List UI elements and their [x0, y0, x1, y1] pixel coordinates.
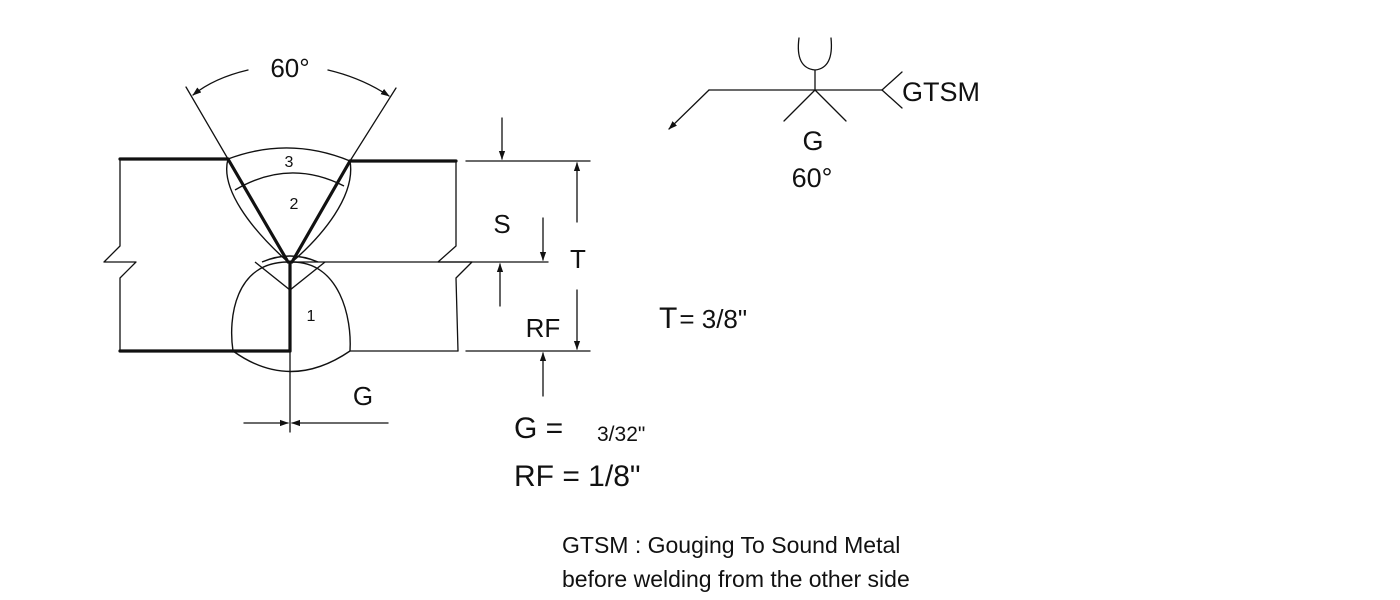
dim-g-label: G [353, 381, 373, 411]
pass-1-label: 1 [307, 308, 316, 325]
value-rf: RF = 1/8" [514, 460, 641, 493]
pass-3-label: 3 [285, 154, 294, 171]
weld-symbol-tail-text: GTSM [902, 77, 980, 107]
gap-dimension [243, 350, 389, 433]
groove-bevel [226, 157, 549, 353]
right-plate [348, 159, 473, 352]
pass-2-label: 2 [290, 196, 299, 213]
groove-angle-label: 60° [270, 53, 309, 83]
note-line-1: GTSM : Gouging To Sound Metal [562, 532, 900, 558]
dim-rf-label: RF [526, 313, 561, 343]
dim-s-label: S [493, 209, 510, 239]
weld-symbol-angle-label: 60° [792, 163, 833, 193]
note-line-2: before welding from the other side [562, 566, 910, 592]
dim-t-label: T [570, 244, 586, 274]
welding-symbol [668, 37, 903, 130]
value-t: T= 3/8" [659, 302, 747, 335]
value-g: 3/32" [597, 423, 645, 446]
value-g-label: G = [514, 412, 563, 445]
groove-angle-dimension [185, 69, 397, 162]
weld-symbol-groove-label: G [802, 126, 823, 156]
weld-passes [226, 147, 352, 373]
thickness-dimensions [465, 117, 591, 397]
left-plate [103, 157, 292, 353]
